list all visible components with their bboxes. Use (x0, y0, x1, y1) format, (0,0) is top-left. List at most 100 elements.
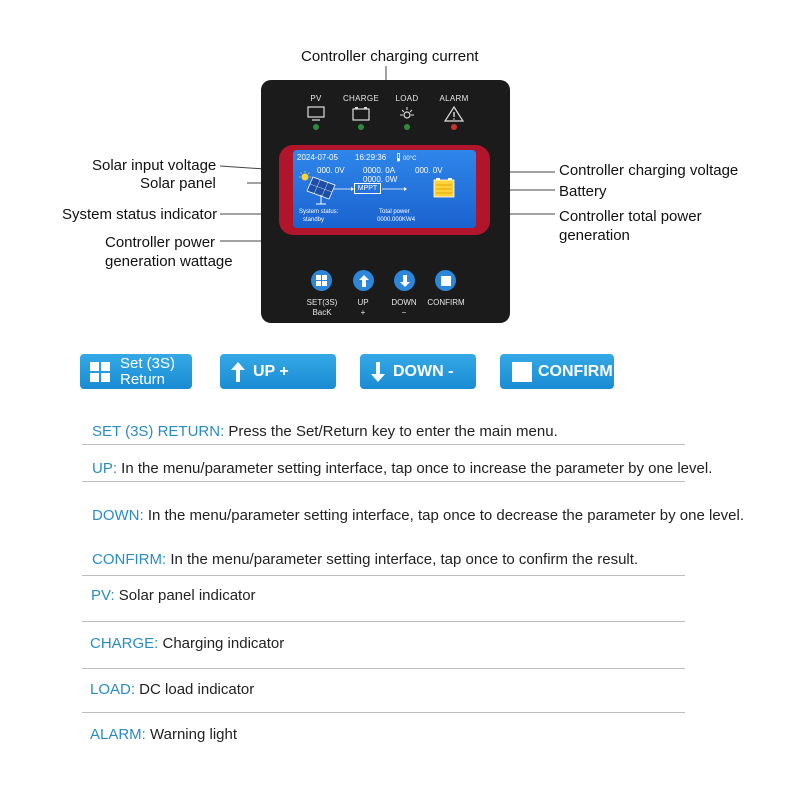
flow-arrows-icon (333, 187, 354, 191)
warning-triangle-icon (444, 106, 464, 122)
led-charge (358, 124, 364, 130)
indicator-pv: PV (291, 94, 341, 121)
set-return-button[interactable]: Set (3S) Return (80, 354, 192, 389)
desc-row-load: LOAD: DC load indicator (90, 681, 254, 698)
desc-key: ALARM: (90, 726, 146, 743)
panel-set-button[interactable] (311, 270, 332, 291)
desc-text: Warning light (145, 726, 238, 743)
desc-row-down: DOWN: In the menu/parameter setting inte… (92, 507, 744, 524)
panel-down-label: DOWN (391, 298, 417, 307)
battery-icon (433, 178, 455, 198)
panel-down-button[interactable] (394, 270, 415, 291)
led-pv (313, 124, 319, 130)
battery-charge-icon (352, 107, 370, 121)
desc-text: In the menu/parameter setting interface,… (143, 507, 745, 524)
panel-set-sublabel: BacK (312, 308, 332, 317)
divider (82, 621, 685, 622)
desc-key: CONFIRM: (92, 551, 167, 568)
desc-row-pv: PV: Solar panel indicator (91, 587, 256, 604)
indicator-load: LOAD (382, 94, 432, 122)
desc-key: PV: (91, 587, 115, 604)
indicator-charge: CHARGE (336, 94, 386, 121)
panel-up-sublabel: + (360, 308, 366, 317)
lcd-total-power-label: Total power (379, 209, 410, 215)
desc-key: DOWN: (92, 507, 144, 524)
lcd-status-value: standby (303, 217, 325, 223)
desc-text: Charging indicator (158, 635, 285, 652)
desc-text: In the menu/parameter setting interface,… (117, 460, 713, 477)
callout-total-power-line1: Controller total power (559, 208, 702, 225)
callout-charging-current: Controller charging current (301, 48, 479, 65)
desc-key: UP: (92, 460, 118, 477)
callout-solar-panel: Solar panel (140, 175, 216, 192)
lcd-temperature: 00°C (403, 156, 417, 162)
desc-row-alarm: ALARM: Warning light (90, 726, 237, 743)
square-icon (440, 275, 451, 286)
lcd-charging-current: 0000. 0A (363, 166, 396, 175)
callout-power-wattage-line2: generation wattage (105, 253, 233, 270)
divider (82, 481, 685, 482)
lcd-mppt-mode: MPPT (354, 183, 381, 194)
lcd-power: 0000. 0W (363, 175, 398, 184)
desc-text: In the menu/parameter setting interface,… (166, 551, 639, 568)
desc-key: LOAD: (90, 681, 136, 698)
panel-up-label: UP (357, 298, 369, 307)
desc-row-up: UP: In the menu/parameter setting interf… (92, 460, 712, 477)
desc-row-confirm: CONFIRM: In the menu/parameter setting i… (92, 551, 638, 568)
lcd-date: 2024-07-05 (297, 153, 338, 162)
panel-up-button[interactable] (353, 270, 374, 291)
up-button-label: UP + (253, 362, 289, 380)
grid-icon (316, 275, 327, 286)
indicator-alarm-label: ALARM (439, 94, 469, 103)
down-button[interactable]: DOWN - (360, 354, 476, 389)
thermometer-icon (397, 153, 400, 162)
confirm-button[interactable]: CONFIRM (500, 354, 614, 389)
down-button-label: DOWN - (393, 362, 454, 380)
grid-icon (90, 361, 110, 382)
panel-confirm-label: CONFIRM (427, 298, 465, 307)
led-load (404, 124, 410, 130)
callout-charging-voltage: Controller charging voltage (559, 162, 739, 179)
monitor-icon (307, 106, 325, 121)
lcd-time: 16:29:36 (355, 153, 387, 162)
lcd-battery-voltage: 000. 0V (415, 166, 443, 175)
callout-battery: Battery (559, 183, 607, 200)
light-bulb-icon (400, 107, 414, 119)
display-bezel: 2024-07-05 16:29:36 00°C 000. 0V 0000. 0… (279, 145, 490, 235)
set-return-label-line2: Return (120, 370, 166, 388)
divider (82, 444, 685, 445)
lcd-total-power-value: 0000.000KW4 (377, 217, 416, 223)
lcd-status-label: System status: (299, 209, 339, 215)
desc-key: CHARGE: (90, 635, 159, 652)
confirm-button-label: CONFIRM (538, 362, 613, 380)
desc-key: SET (3S) RETURN: (92, 423, 225, 440)
indicator-load-label: LOAD (395, 94, 419, 103)
controller-panel: PV CHARGE LOAD ALARM (261, 80, 510, 323)
lcd-screen: 2024-07-05 16:29:36 00°C 000. 0V 0000. 0… (293, 150, 476, 228)
desc-text: Press the Set/Return key to enter the ma… (224, 423, 558, 440)
lcd-pv-voltage: 000. 0V (317, 166, 345, 175)
callout-solar-input-voltage: Solar input voltage (92, 157, 217, 174)
arrow-down-icon (399, 274, 410, 287)
divider (82, 668, 685, 669)
square-icon (512, 361, 532, 382)
callout-power-wattage-line1: Controller power (105, 234, 216, 251)
arrow-up-icon (358, 274, 369, 287)
desc-text: DC load indicator (135, 681, 255, 698)
sun-solar-panel-icon (299, 171, 336, 205)
arrow-up-icon (231, 361, 245, 382)
indicator-charge-label: CHARGE (342, 94, 380, 103)
indicator-alarm: ALARM (429, 94, 479, 122)
desc-row-set: SET (3S) RETURN: Press the Set/Return ke… (92, 423, 558, 440)
callout-system-status: System status indicator (62, 206, 218, 223)
desc-text: Solar panel indicator (114, 587, 256, 604)
set-return-label-line1: Set (3S) (120, 354, 176, 372)
panel-set-label: SET(3S) (306, 298, 338, 307)
led-alarm (451, 124, 457, 130)
up-button[interactable]: UP + (220, 354, 336, 389)
indicator-pv-label: PV (310, 94, 322, 103)
panel-confirm-button[interactable] (435, 270, 456, 291)
callout-total-power-line2: generation (559, 227, 630, 244)
divider (82, 712, 685, 713)
flow-arrow-right-icon (382, 187, 407, 191)
